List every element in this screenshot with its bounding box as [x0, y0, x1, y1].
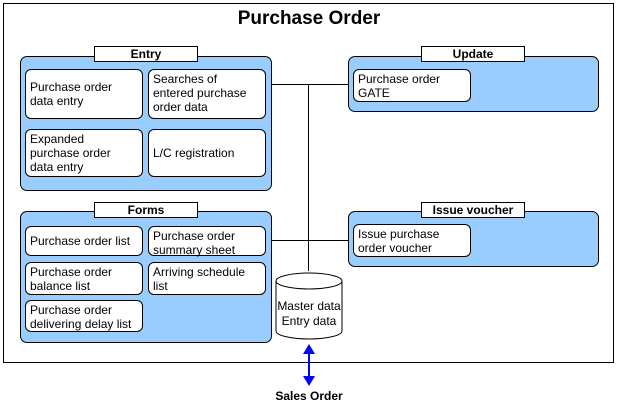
entry-item-searches[interactable]: Searches of entered purchase order data — [148, 69, 266, 119]
issue-voucher-panel-title: Issue voucher — [421, 202, 525, 218]
database-label-entry-data: Entry data — [281, 314, 337, 328]
entry-panel-title: Entry — [94, 46, 198, 62]
sales-order-link-arrow — [303, 344, 315, 386]
entry-item-lc-registration[interactable]: L/C registration — [148, 129, 266, 177]
forms-item-delivering-delay[interactable]: Purchase order delivering delay list — [25, 300, 143, 332]
connector-trunk — [308, 84, 309, 271]
sales-order-label: Sales Order — [275, 389, 343, 403]
forms-item-po-list[interactable]: Purchase order list — [25, 226, 143, 256]
entry-item-expanded-entry[interactable]: Expanded purchase order data entry — [25, 129, 143, 177]
forms-item-arriving-schedule[interactable]: Arriving schedule list — [148, 262, 266, 295]
diagram-title: Purchase Order — [237, 8, 381, 29]
connector-forms-issue — [271, 240, 348, 241]
forms-panel-title: Forms — [94, 202, 198, 218]
forms-item-summary-sheet[interactable]: Purchase order summary sheet — [148, 226, 266, 257]
entry-item-po-data-entry[interactable]: Purchase order data entry — [25, 69, 143, 119]
forms-item-balance-list[interactable]: Purchase order balance list — [25, 262, 143, 295]
connector-entry-update — [271, 84, 348, 85]
database-label-master-data: Master data — [277, 299, 341, 313]
update-item-po-gate[interactable]: Purchase order GATE — [353, 69, 471, 102]
update-panel-title: Update — [421, 46, 525, 62]
issue-voucher-item[interactable]: Issue purchase order voucher — [353, 224, 471, 257]
